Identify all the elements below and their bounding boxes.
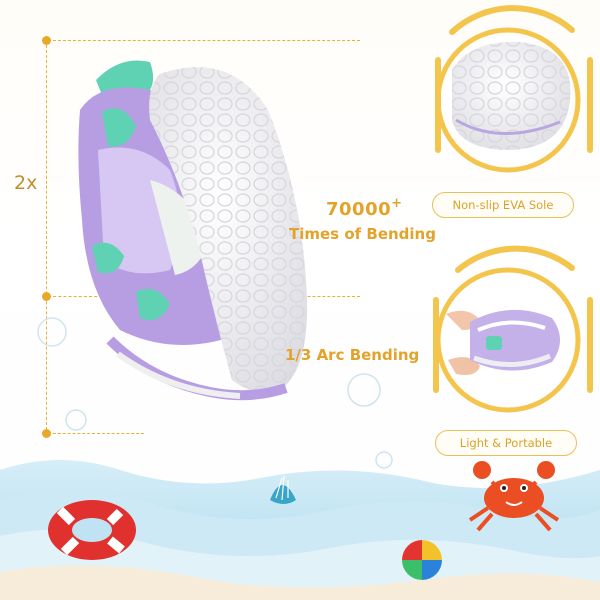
seashell-icon xyxy=(270,475,296,504)
measure-label: 2x xyxy=(14,172,38,194)
guide-line-middle-right xyxy=(268,296,360,297)
guide-dot-middle xyxy=(42,292,51,301)
bending-count: 70000+ xyxy=(326,196,403,220)
feature-badge-light: Light & Portable xyxy=(435,430,577,456)
bending-caption: Times of Bending xyxy=(289,225,436,243)
guide-line-middle xyxy=(48,296,128,297)
guide-line-vertical xyxy=(46,40,47,435)
guide-dot-top xyxy=(42,36,51,45)
arc-bending-caption: 1/3 Arc Bending xyxy=(285,346,420,364)
crab-icon xyxy=(468,461,560,532)
bending-count-suffix: + xyxy=(391,196,403,211)
swim-ring-icon xyxy=(48,500,136,560)
guide-line-bottom xyxy=(48,433,144,434)
bending-count-value: 70000 xyxy=(326,199,392,220)
feature-badge-non-slip: Non-slip EVA Sole xyxy=(432,192,574,218)
guide-line-top xyxy=(48,40,360,41)
water-waves xyxy=(0,460,600,600)
sunburst-bottom xyxy=(433,245,593,413)
sunburst-top xyxy=(435,5,593,173)
sole-closeup-photo xyxy=(444,36,572,164)
guide-dot-bottom xyxy=(42,429,51,438)
beach-ball-icon xyxy=(402,540,442,580)
hand-bending-shoe-photo xyxy=(444,276,572,404)
shoe-photo xyxy=(78,60,308,401)
